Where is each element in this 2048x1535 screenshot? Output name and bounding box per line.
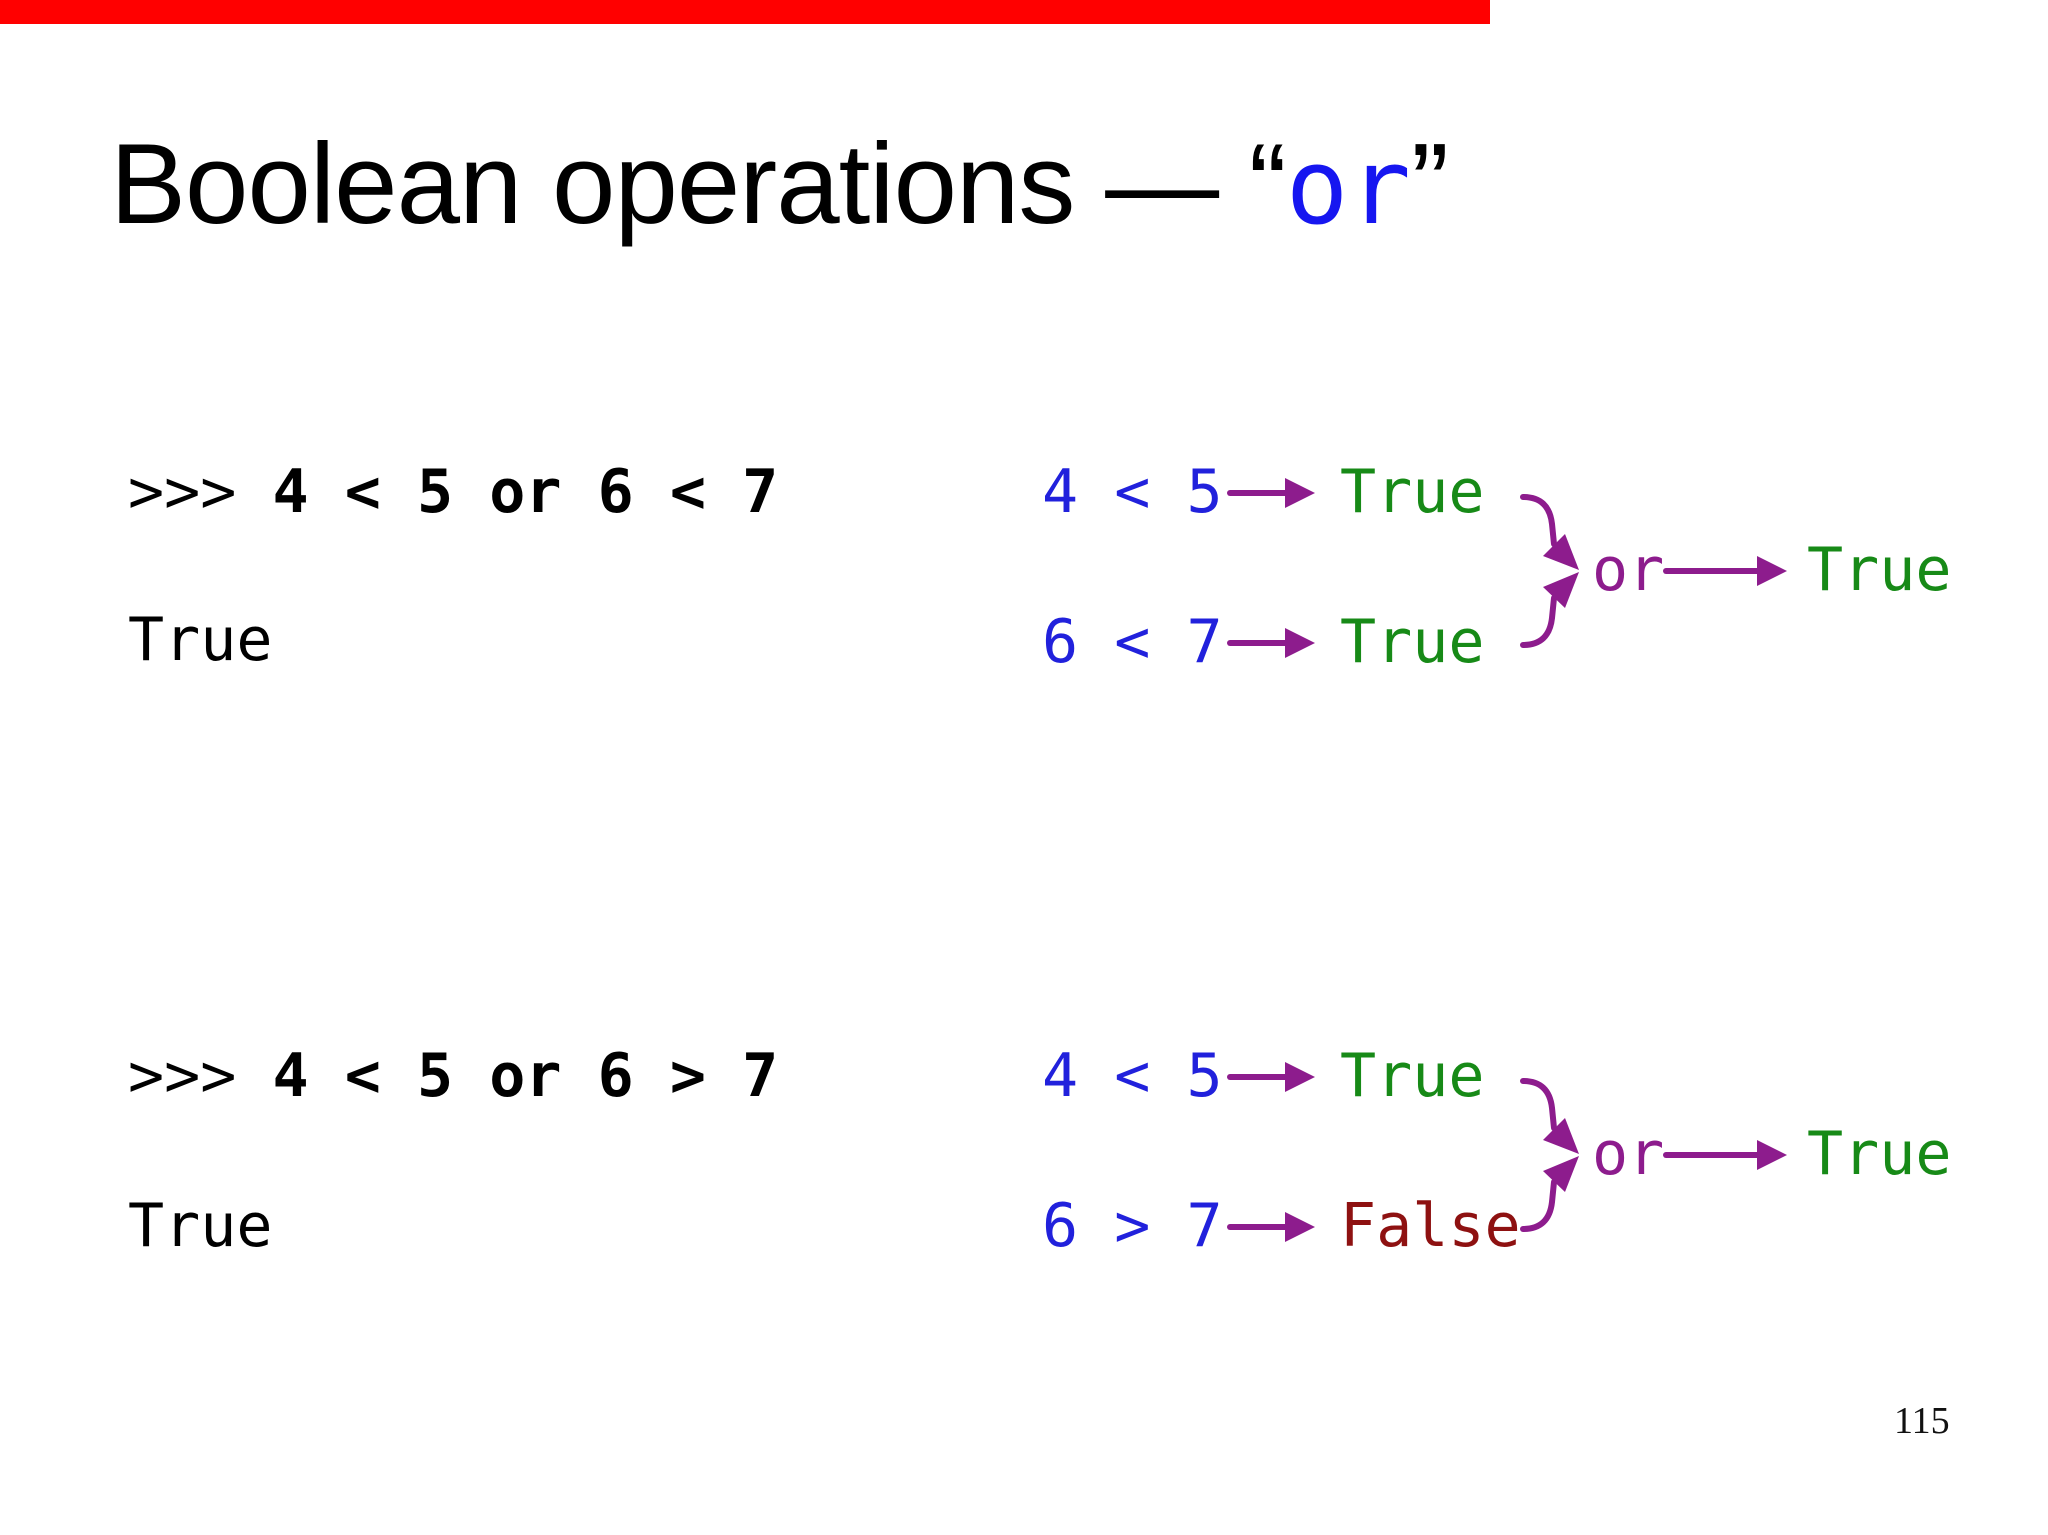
code-line-output-1: True	[128, 605, 273, 675]
diagram2-connector-graphics	[1227, 1062, 1787, 1242]
diagram2-operand1-value: True	[1340, 1041, 1485, 1111]
merge-bracket-bottom	[1520, 1179, 1557, 1232]
diagram2-operand2-value: False	[1340, 1191, 1521, 1261]
diagram1-connector-graphics	[1227, 478, 1787, 658]
diagram2-operator-or: or	[1592, 1119, 1665, 1189]
progress-bar	[0, 0, 1490, 24]
diagram1-operand1-value: True	[1340, 457, 1485, 527]
page-number: 115	[1894, 1400, 1950, 1442]
code-line-input-2: >>> 4 < 5 or 6 > 7	[128, 1046, 778, 1106]
repl-prompt: >>>	[128, 457, 273, 527]
code-expression: 4 < 5 or 6 < 7	[272, 457, 779, 527]
title-text: Boolean operations — “	[110, 121, 1287, 248]
diagram1-operand2-expr: 6 < 7	[1042, 607, 1223, 677]
diagram2-operand1-expr: 4 < 5	[1042, 1041, 1223, 1111]
diagram1-operand2-value: True	[1340, 607, 1485, 677]
title-close-quote: ”	[1410, 121, 1449, 248]
diagram2-result: True	[1807, 1119, 1952, 1189]
diagram2-operand2-expr: 6 > 7	[1042, 1191, 1223, 1261]
title-keyword-or: or	[1285, 126, 1411, 248]
merge-bracket-bottom	[1520, 595, 1557, 648]
code-line-input-1: >>> 4 < 5 or 6 < 7	[128, 462, 778, 522]
diagram1-result: True	[1807, 535, 1952, 605]
merge-bracket-top-arrowhead-icon	[1543, 1118, 1579, 1154]
merge-bracket-top	[1520, 494, 1557, 547]
merge-bracket-top	[1520, 1078, 1557, 1131]
merge-bracket-top-arrowhead-icon	[1543, 534, 1579, 570]
repl-prompt: >>>	[128, 1041, 273, 1111]
merge-bracket-bottom-arrowhead-icon	[1543, 572, 1579, 608]
diagram1-operator-or: or	[1592, 535, 1665, 605]
merge-bracket-bottom-arrowhead-icon	[1543, 1156, 1579, 1192]
page-title: Boolean operations — “or”	[110, 128, 1449, 245]
diagram1-operand1-expr: 4 < 5	[1042, 457, 1223, 527]
code-expression: 4 < 5 or 6 > 7	[272, 1041, 779, 1111]
code-line-output-2: True	[128, 1191, 273, 1261]
